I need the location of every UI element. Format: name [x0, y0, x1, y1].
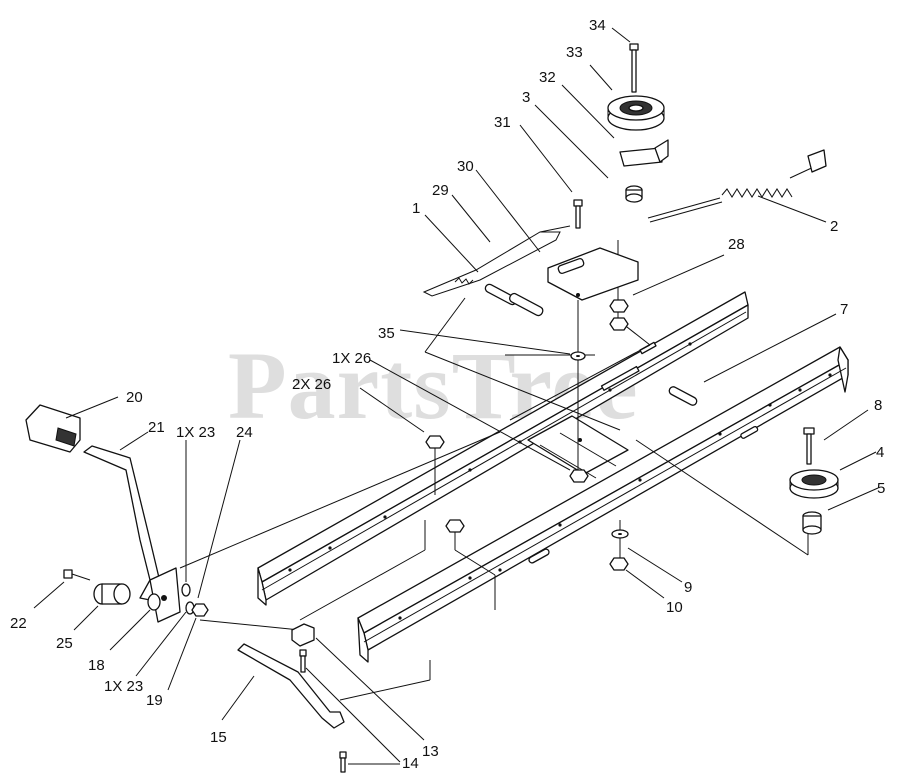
bolt-31: [573, 199, 583, 229]
callout-1x23-top: 1X 23: [176, 424, 215, 441]
callout-10: 10: [666, 599, 683, 616]
bracket-32: [619, 139, 669, 167]
cable-7: [668, 386, 698, 406]
callout-28: 28: [728, 236, 745, 253]
clip-13: [291, 623, 315, 647]
callout-9: 9: [684, 579, 692, 596]
leader-lines: [33, 27, 879, 765]
nut-26: [425, 435, 589, 533]
callout-24: 24: [236, 424, 253, 441]
frame-rail-right: [357, 346, 849, 663]
callout-35: 35: [378, 325, 395, 342]
callout-2: 2: [830, 218, 838, 235]
callout-13: 13: [422, 743, 439, 760]
callout-32: 32: [539, 69, 556, 86]
bolt-8: [803, 427, 815, 465]
callout-8: 8: [874, 397, 882, 414]
callout-1: 1: [412, 200, 420, 217]
bolts-14: [299, 649, 347, 773]
pulley-4: [789, 469, 839, 499]
washer-35: [570, 351, 586, 361]
spring-1: [454, 277, 544, 317]
callout-19: 19: [146, 692, 163, 709]
callout-7: 7: [840, 301, 848, 318]
callout-22: 22: [10, 615, 27, 632]
callout-34: 34: [589, 17, 606, 34]
nut-28: [609, 299, 629, 331]
spacer-5: [802, 511, 822, 535]
washers-23: [147, 583, 195, 615]
idler-pulley-33: [607, 95, 665, 131]
callout-2x26: 2X 26: [292, 376, 331, 393]
callout-1x26: 1X 26: [332, 350, 371, 367]
bolt-22: [63, 569, 91, 581]
callout-3: 3: [522, 89, 530, 106]
nut-10: [609, 557, 629, 571]
pedal-arm-21: [83, 445, 161, 601]
callout-25: 25: [56, 635, 73, 652]
frame-rail-left: [257, 291, 749, 606]
callout-15: 15: [210, 729, 227, 746]
callout-5: 5: [877, 480, 885, 497]
rod-15: [237, 643, 345, 729]
spacer-3: [625, 185, 643, 203]
callout-31: 31: [494, 114, 511, 131]
callout-1x23-bottom: 1X 23: [104, 678, 143, 695]
washer-9: [611, 529, 629, 539]
callout-14: 14: [402, 755, 419, 772]
assembly-lines: [179, 240, 809, 701]
pedal-pad-20: [25, 404, 81, 453]
callout-30: 30: [457, 158, 474, 175]
idler-arm-bracket-30: [547, 247, 639, 301]
rod-29: [422, 225, 571, 297]
callout-18: 18: [88, 657, 105, 674]
nut-19: [191, 603, 209, 617]
bushing-25: [93, 583, 131, 605]
callout-33: 33: [566, 44, 583, 61]
callouts: 34 33 32 3 31 30 29 1 2 28 7 35 1X 26 2X…: [10, 17, 885, 772]
bolt-34: [629, 43, 639, 93]
callout-20: 20: [126, 389, 143, 406]
callout-4: 4: [876, 444, 884, 461]
callout-21: 21: [148, 419, 165, 436]
spring-2: [647, 149, 827, 223]
callout-29: 29: [432, 182, 449, 199]
